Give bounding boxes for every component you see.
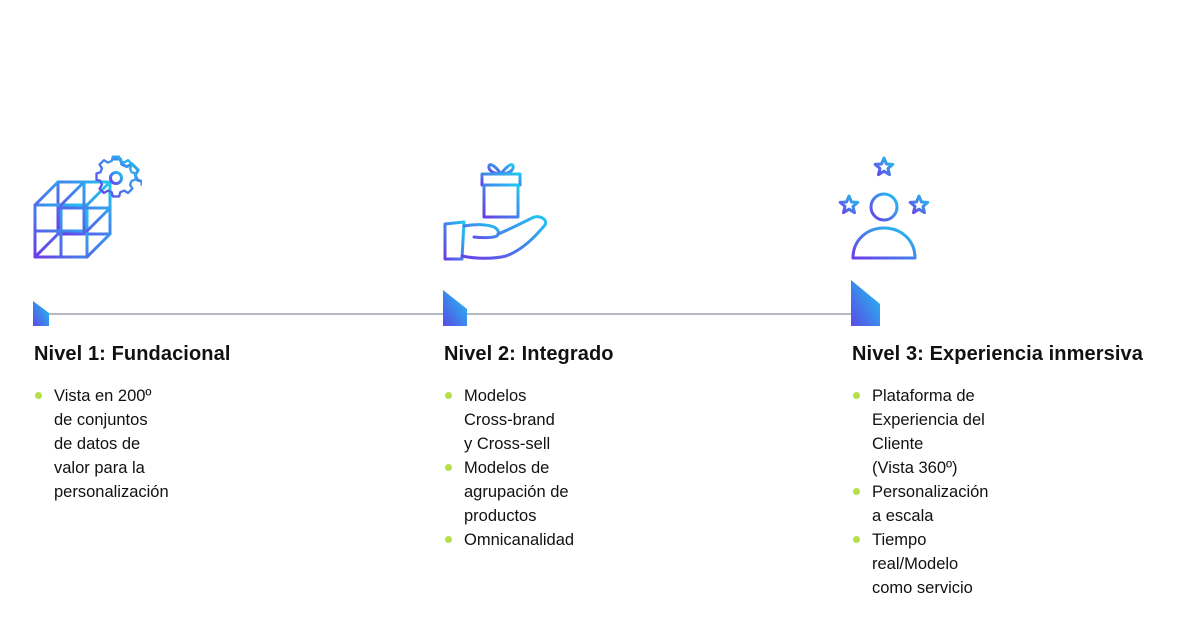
cube-gear-icon	[33, 155, 142, 259]
level-2-title: Nivel 2: Integrado	[444, 343, 614, 365]
list-item: Modelos Cross-brand y Cross-sell	[444, 384, 574, 456]
person-stars-icon	[838, 156, 930, 260]
list-item: Omnicanalidad	[444, 528, 574, 552]
bullet-dot	[853, 488, 860, 495]
level-1-title: Nivel 1: Fundacional	[34, 343, 231, 365]
level-1-bullets: Vista en 200º de conjuntos de datos de v…	[34, 384, 169, 504]
bullet-dot	[445, 536, 452, 543]
list-item: Personalización a escala	[852, 480, 988, 528]
timeline-marker-3	[851, 280, 880, 326]
bullet-dot	[853, 392, 860, 399]
level-3-bullets: Plataforma de Experiencia del Cliente (V…	[852, 384, 988, 600]
bullet-dot	[445, 464, 452, 471]
timeline-marker-1	[33, 301, 49, 326]
bullet-dot	[853, 536, 860, 543]
list-item: Plataforma de Experiencia del Cliente (V…	[852, 384, 988, 480]
bullet-dot	[35, 392, 42, 399]
gift-hand-icon	[443, 163, 548, 261]
list-item: Tiempo real/Modelo como servicio	[852, 528, 988, 600]
level-2-bullets: Modelos Cross-brand y Cross-sell Modelos…	[444, 384, 574, 552]
list-item: Modelos de agrupación de productos	[444, 456, 574, 528]
timeline-marker-2	[443, 290, 467, 326]
level-3-title: Nivel 3: Experiencia inmersiva	[852, 343, 1143, 365]
list-item: Vista en 200º de conjuntos de datos de v…	[34, 384, 169, 504]
bullet-dot	[445, 392, 452, 399]
